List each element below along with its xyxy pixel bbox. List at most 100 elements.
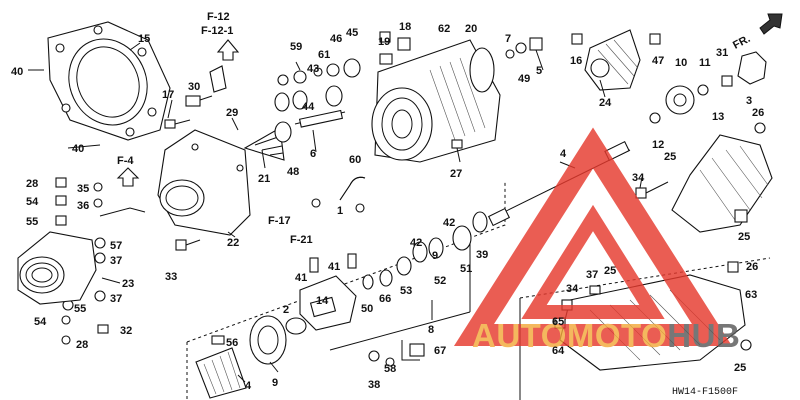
callout: 40: [72, 143, 84, 155]
front-arrow-icon: [759, 13, 783, 35]
bolt-17: [164, 119, 191, 129]
bolt-30: [185, 95, 213, 107]
callout: 18: [399, 21, 411, 33]
mounting-plate: [47, 21, 171, 141]
boot-part: [195, 335, 247, 399]
callout: 44: [302, 101, 315, 113]
callout: 53: [400, 285, 412, 297]
callout: 25: [604, 265, 616, 277]
fasteners-lower: [309, 253, 425, 367]
callout: 55: [26, 216, 38, 228]
reference-labels: F-12 F-12-1 F-4 F-17 F-21 FR. HW14-F1500…: [117, 11, 752, 398]
callout: 56: [226, 337, 238, 349]
cover-24: [571, 29, 661, 91]
callout: 37: [110, 293, 122, 305]
callout: 46: [330, 33, 342, 45]
callout: 45: [346, 27, 358, 39]
callout: 8: [428, 324, 434, 336]
callout: 3: [746, 95, 752, 107]
ref-arrow-f12: [216, 39, 240, 61]
callout: 4: [560, 148, 567, 160]
callout: 16: [570, 55, 582, 67]
pump-housing-20: [371, 31, 501, 163]
callout: 14: [316, 295, 329, 307]
bolt-27: [451, 139, 463, 163]
callout: 55: [74, 303, 86, 315]
callout: 49: [518, 73, 530, 85]
driveline-seals: [362, 211, 488, 290]
callout: 34: [632, 172, 645, 184]
bearing-housing-14: [249, 275, 357, 365]
callout: 24: [599, 97, 612, 109]
callout: 39: [476, 249, 488, 261]
callout: 67: [434, 345, 446, 357]
hose-60: [311, 176, 366, 213]
callout: 66: [379, 293, 391, 305]
callout: 43: [307, 63, 319, 75]
watermark-triangle-icon: [453, 127, 733, 346]
callout: 50: [361, 303, 373, 315]
callout: 11: [699, 57, 711, 69]
nozzle-13: [649, 112, 773, 233]
front-label: FR.: [731, 33, 752, 52]
callout: 25: [734, 362, 746, 374]
callout: 17: [162, 89, 174, 101]
callout: 1: [337, 205, 343, 217]
ref-arrow-f4: [116, 167, 140, 187]
ref-label-f12: F-12: [207, 11, 230, 23]
callout: 52: [434, 275, 446, 287]
callout: 9: [432, 250, 438, 262]
small-fasteners-left: [55, 177, 146, 345]
callout: 37: [110, 255, 122, 267]
callout: 23: [122, 278, 134, 290]
callout: 59: [290, 41, 302, 53]
boundary-lines: [186, 180, 771, 400]
callout: 20: [465, 23, 477, 35]
callout: 61: [318, 49, 330, 61]
callout: 31: [716, 47, 728, 59]
bolt-33: [175, 239, 201, 251]
ref-label-f12-1: F-12-1: [201, 25, 233, 37]
bearing-stack: [274, 58, 361, 153]
callout: 65: [552, 316, 564, 328]
leader-lines: [28, 42, 643, 383]
callout-numbers: 15 40 40 17 30 29 59 43 61 46 45 44 19 1…: [11, 21, 764, 392]
callout: 6: [310, 148, 316, 160]
cone-21: [243, 127, 285, 161]
callout: 10: [675, 57, 687, 69]
callout: 54: [34, 316, 47, 328]
callout: 37: [586, 269, 598, 281]
mount-23: [17, 231, 97, 305]
callout: 48: [287, 166, 299, 178]
watermark-inner-icon: [521, 204, 665, 319]
callout: 4: [245, 380, 252, 392]
watermark-text-part2: HUB: [667, 317, 740, 354]
callout: 15: [138, 33, 150, 45]
ref-label-f4: F-4: [117, 155, 134, 167]
coupling-assembly: [665, 51, 767, 134]
callout: 36: [77, 200, 89, 212]
callout: 64: [552, 345, 565, 357]
callout: 38: [368, 379, 380, 391]
ref-label-f17: F-17: [268, 215, 291, 227]
callout: 63: [745, 289, 757, 301]
callout: 42: [410, 237, 422, 249]
callout: 40: [11, 66, 23, 78]
callout: 21: [258, 173, 270, 185]
callout: 25: [664, 151, 676, 163]
callout: 28: [76, 339, 88, 351]
bracket-22: [157, 129, 251, 236]
diagram-code: HW14-F1500F: [672, 387, 738, 398]
callout: 51: [460, 263, 472, 275]
callout: 26: [746, 261, 758, 273]
callout: 58: [384, 363, 396, 375]
callout: 33: [165, 271, 177, 283]
bolt-34: [635, 181, 669, 199]
callout: 5: [536, 65, 542, 77]
watermark-logo: AUTOMOTOHUB: [453, 127, 740, 354]
callout: 34: [566, 283, 579, 295]
callout: 28: [26, 178, 38, 190]
callout: 62: [438, 23, 450, 35]
watermark-text-part1: AUTOMOTO: [472, 317, 667, 354]
